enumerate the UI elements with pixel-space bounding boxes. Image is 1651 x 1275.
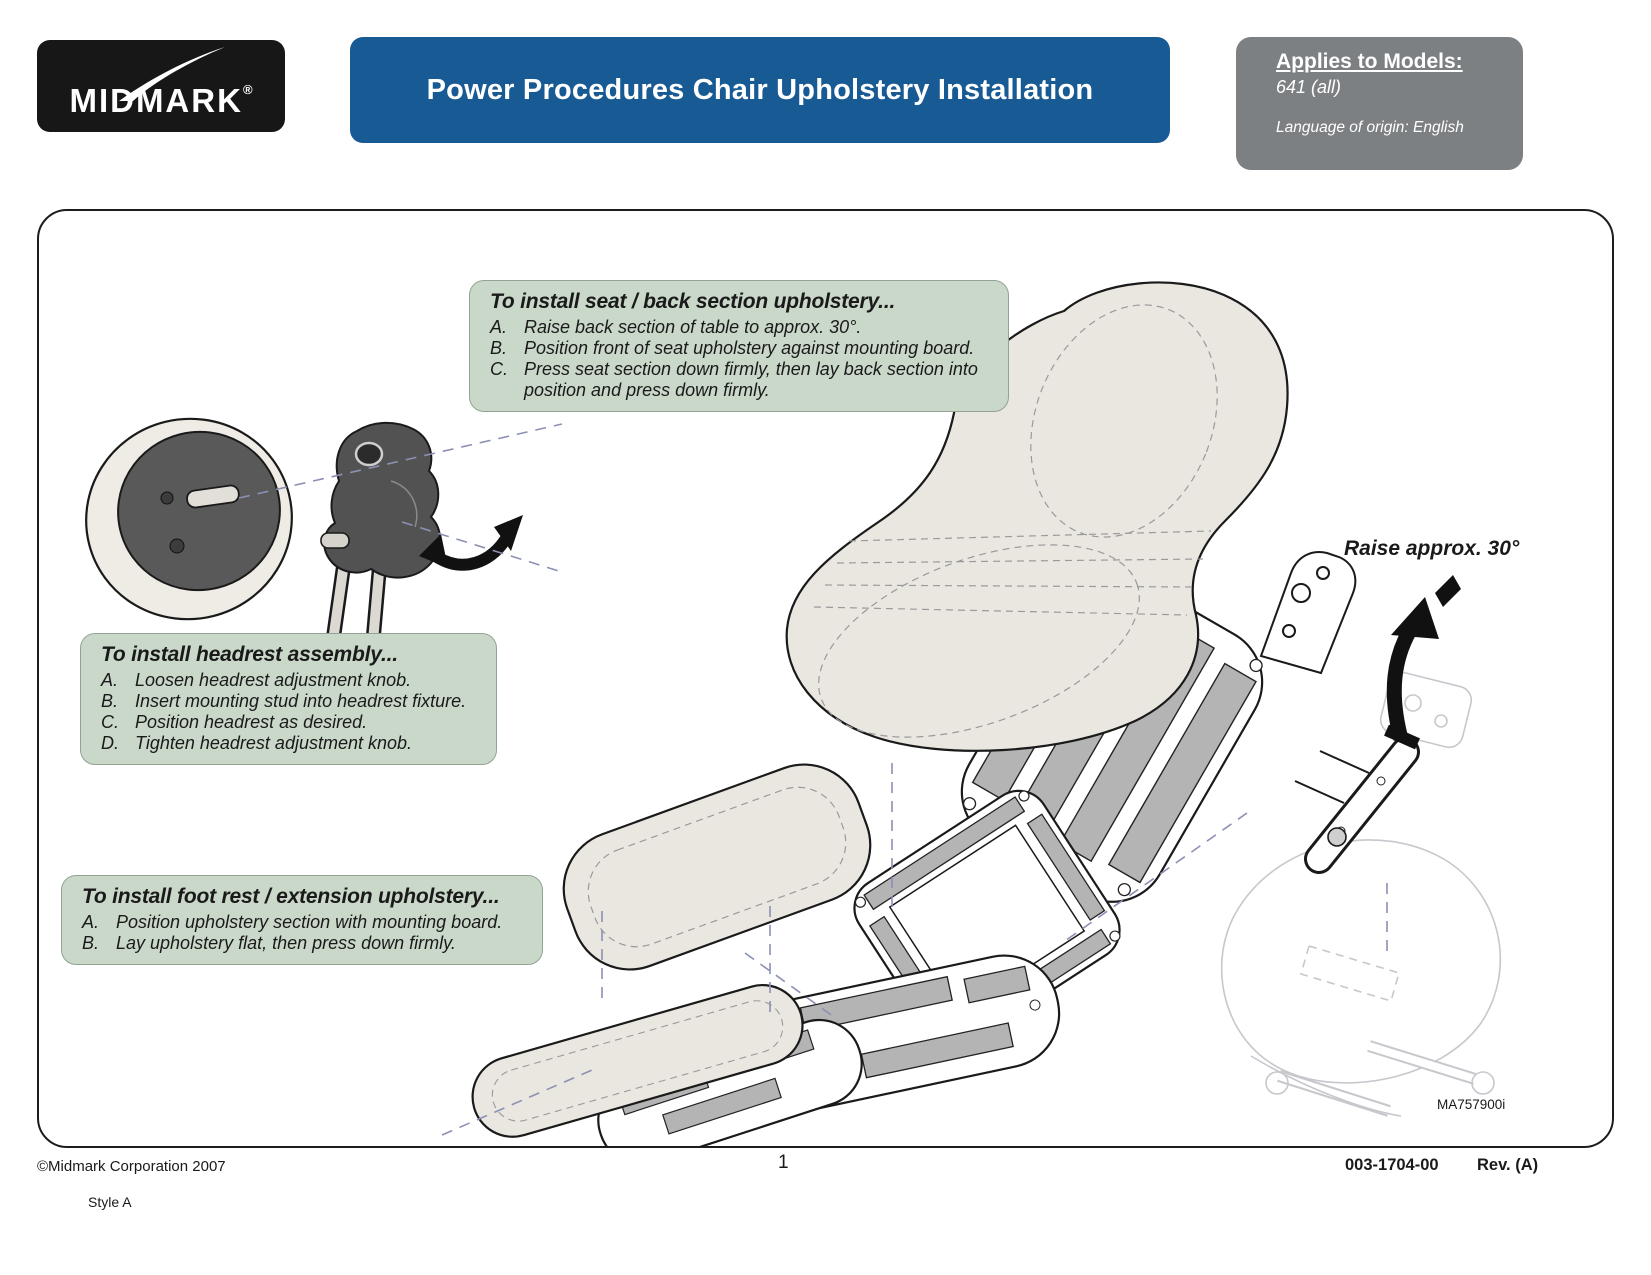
step-text: Press seat section down firmly, then lay… bbox=[524, 359, 978, 401]
instruction-step: B. Position front of seat upholstery aga… bbox=[490, 338, 998, 359]
step-letter: C. bbox=[490, 359, 508, 380]
note-seat-back-upholstery: To install seat / back section upholster… bbox=[469, 280, 1009, 413]
models-panel: Applies to Models: 641 (all) Language of… bbox=[1236, 37, 1523, 170]
instruction-step: B. Insert mounting stud into headrest fi… bbox=[101, 691, 486, 712]
page-title: Power Procedures Chair Upholstery Instal… bbox=[426, 73, 1094, 106]
step-letter: B. bbox=[490, 338, 508, 359]
seat-back-upholstery-illustration bbox=[785, 281, 1289, 752]
registered-mark: ® bbox=[242, 82, 253, 97]
chair-exploded-illustration bbox=[85, 281, 1501, 1146]
style-label: Style A bbox=[88, 1194, 132, 1210]
revision-label: Rev. (A) bbox=[1477, 1156, 1539, 1174]
diagram-frame: To install seat / back section upholster… bbox=[37, 209, 1614, 1148]
part-number: 003-1704-00 bbox=[1345, 1156, 1439, 1174]
instruction-step: D. Tighten headrest adjustment knob. bbox=[101, 733, 486, 754]
step-text: Insert mounting stud into headrest fixtu… bbox=[135, 691, 467, 712]
note-title: To install headrest assembly... bbox=[101, 643, 398, 666]
step-text: Position upholstery section with mountin… bbox=[116, 912, 503, 932]
copyright-text: ©Midmark Corporation 2007 bbox=[37, 1158, 226, 1175]
step-letter: C. bbox=[101, 712, 119, 733]
step-letter: B. bbox=[101, 691, 119, 712]
language-origin: Language of origin: English bbox=[1276, 119, 1464, 136]
mounting-stud-illustration bbox=[186, 484, 240, 509]
foot-upholstery-illustration bbox=[562, 763, 872, 971]
instruction-step: A. Loosen headrest adjustment knob. bbox=[101, 670, 486, 691]
instruction-step: A. Raise back section of table to approx… bbox=[490, 317, 998, 338]
headrest-pad-illustration bbox=[85, 417, 293, 621]
headrest-fixture-illustration bbox=[319, 421, 441, 695]
models-heading: Applies to Models: bbox=[1276, 50, 1463, 73]
instruction-step: A. Position upholstery section with moun… bbox=[82, 912, 532, 933]
document-title-banner: Power Procedures Chair Upholstery Instal… bbox=[350, 37, 1170, 143]
headrest-mount-bracket-illustration bbox=[1259, 551, 1357, 675]
midmark-logo: MIDMARK® bbox=[37, 40, 285, 132]
ghost-chair-base-illustration bbox=[1220, 671, 1501, 1117]
raise-angle-label: Raise approx. 30° bbox=[1344, 537, 1520, 560]
logo-wordmark: MIDMARK® bbox=[69, 82, 253, 119]
figure-id-label: MA757900i bbox=[1437, 1097, 1506, 1112]
raise-arrow-icon bbox=[1384, 575, 1461, 750]
armrest-rail-illustration bbox=[1294, 737, 1420, 874]
step-text: Position headrest as desired. bbox=[135, 712, 368, 733]
step-letter: A. bbox=[490, 317, 508, 337]
step-letter: A. bbox=[82, 912, 100, 932]
step-text: Loosen headrest adjustment knob. bbox=[135, 670, 412, 690]
logo-swoosh-icon bbox=[119, 47, 225, 101]
page-number: 1 bbox=[778, 1152, 789, 1173]
note-title: To install foot rest / extension upholst… bbox=[82, 885, 500, 908]
note-title: To install seat / back section upholster… bbox=[490, 290, 896, 313]
instruction-step: C. Press seat section down firmly, then … bbox=[490, 359, 998, 401]
adjustment-knob-illustration bbox=[320, 532, 350, 549]
models-value: 641 (all) bbox=[1276, 77, 1342, 97]
note-foot-rest-upholstery: To install foot rest / extension upholst… bbox=[61, 875, 543, 966]
instruction-step: C. Position headrest as desired. bbox=[101, 712, 486, 733]
step-letter: B. bbox=[82, 933, 100, 954]
step-text: Lay upholstery flat, then press down fir… bbox=[116, 933, 456, 954]
extension-upholstery-illustration bbox=[471, 983, 804, 1138]
step-text: Position front of seat upholstery agains… bbox=[524, 338, 975, 359]
step-text: Tighten headrest adjustment knob. bbox=[135, 733, 413, 754]
dashed-guides bbox=[238, 423, 1388, 1136]
note-headrest-assembly: To install headrest assembly... A. Loose… bbox=[80, 633, 497, 766]
step-text: Raise back section of table to approx. 3… bbox=[524, 317, 862, 337]
rotate-arrow-icon bbox=[419, 515, 523, 571]
instruction-step: B. Lay upholstery flat, then press down … bbox=[82, 933, 532, 954]
step-letter: A. bbox=[101, 670, 119, 690]
step-letter: D. bbox=[101, 733, 119, 754]
